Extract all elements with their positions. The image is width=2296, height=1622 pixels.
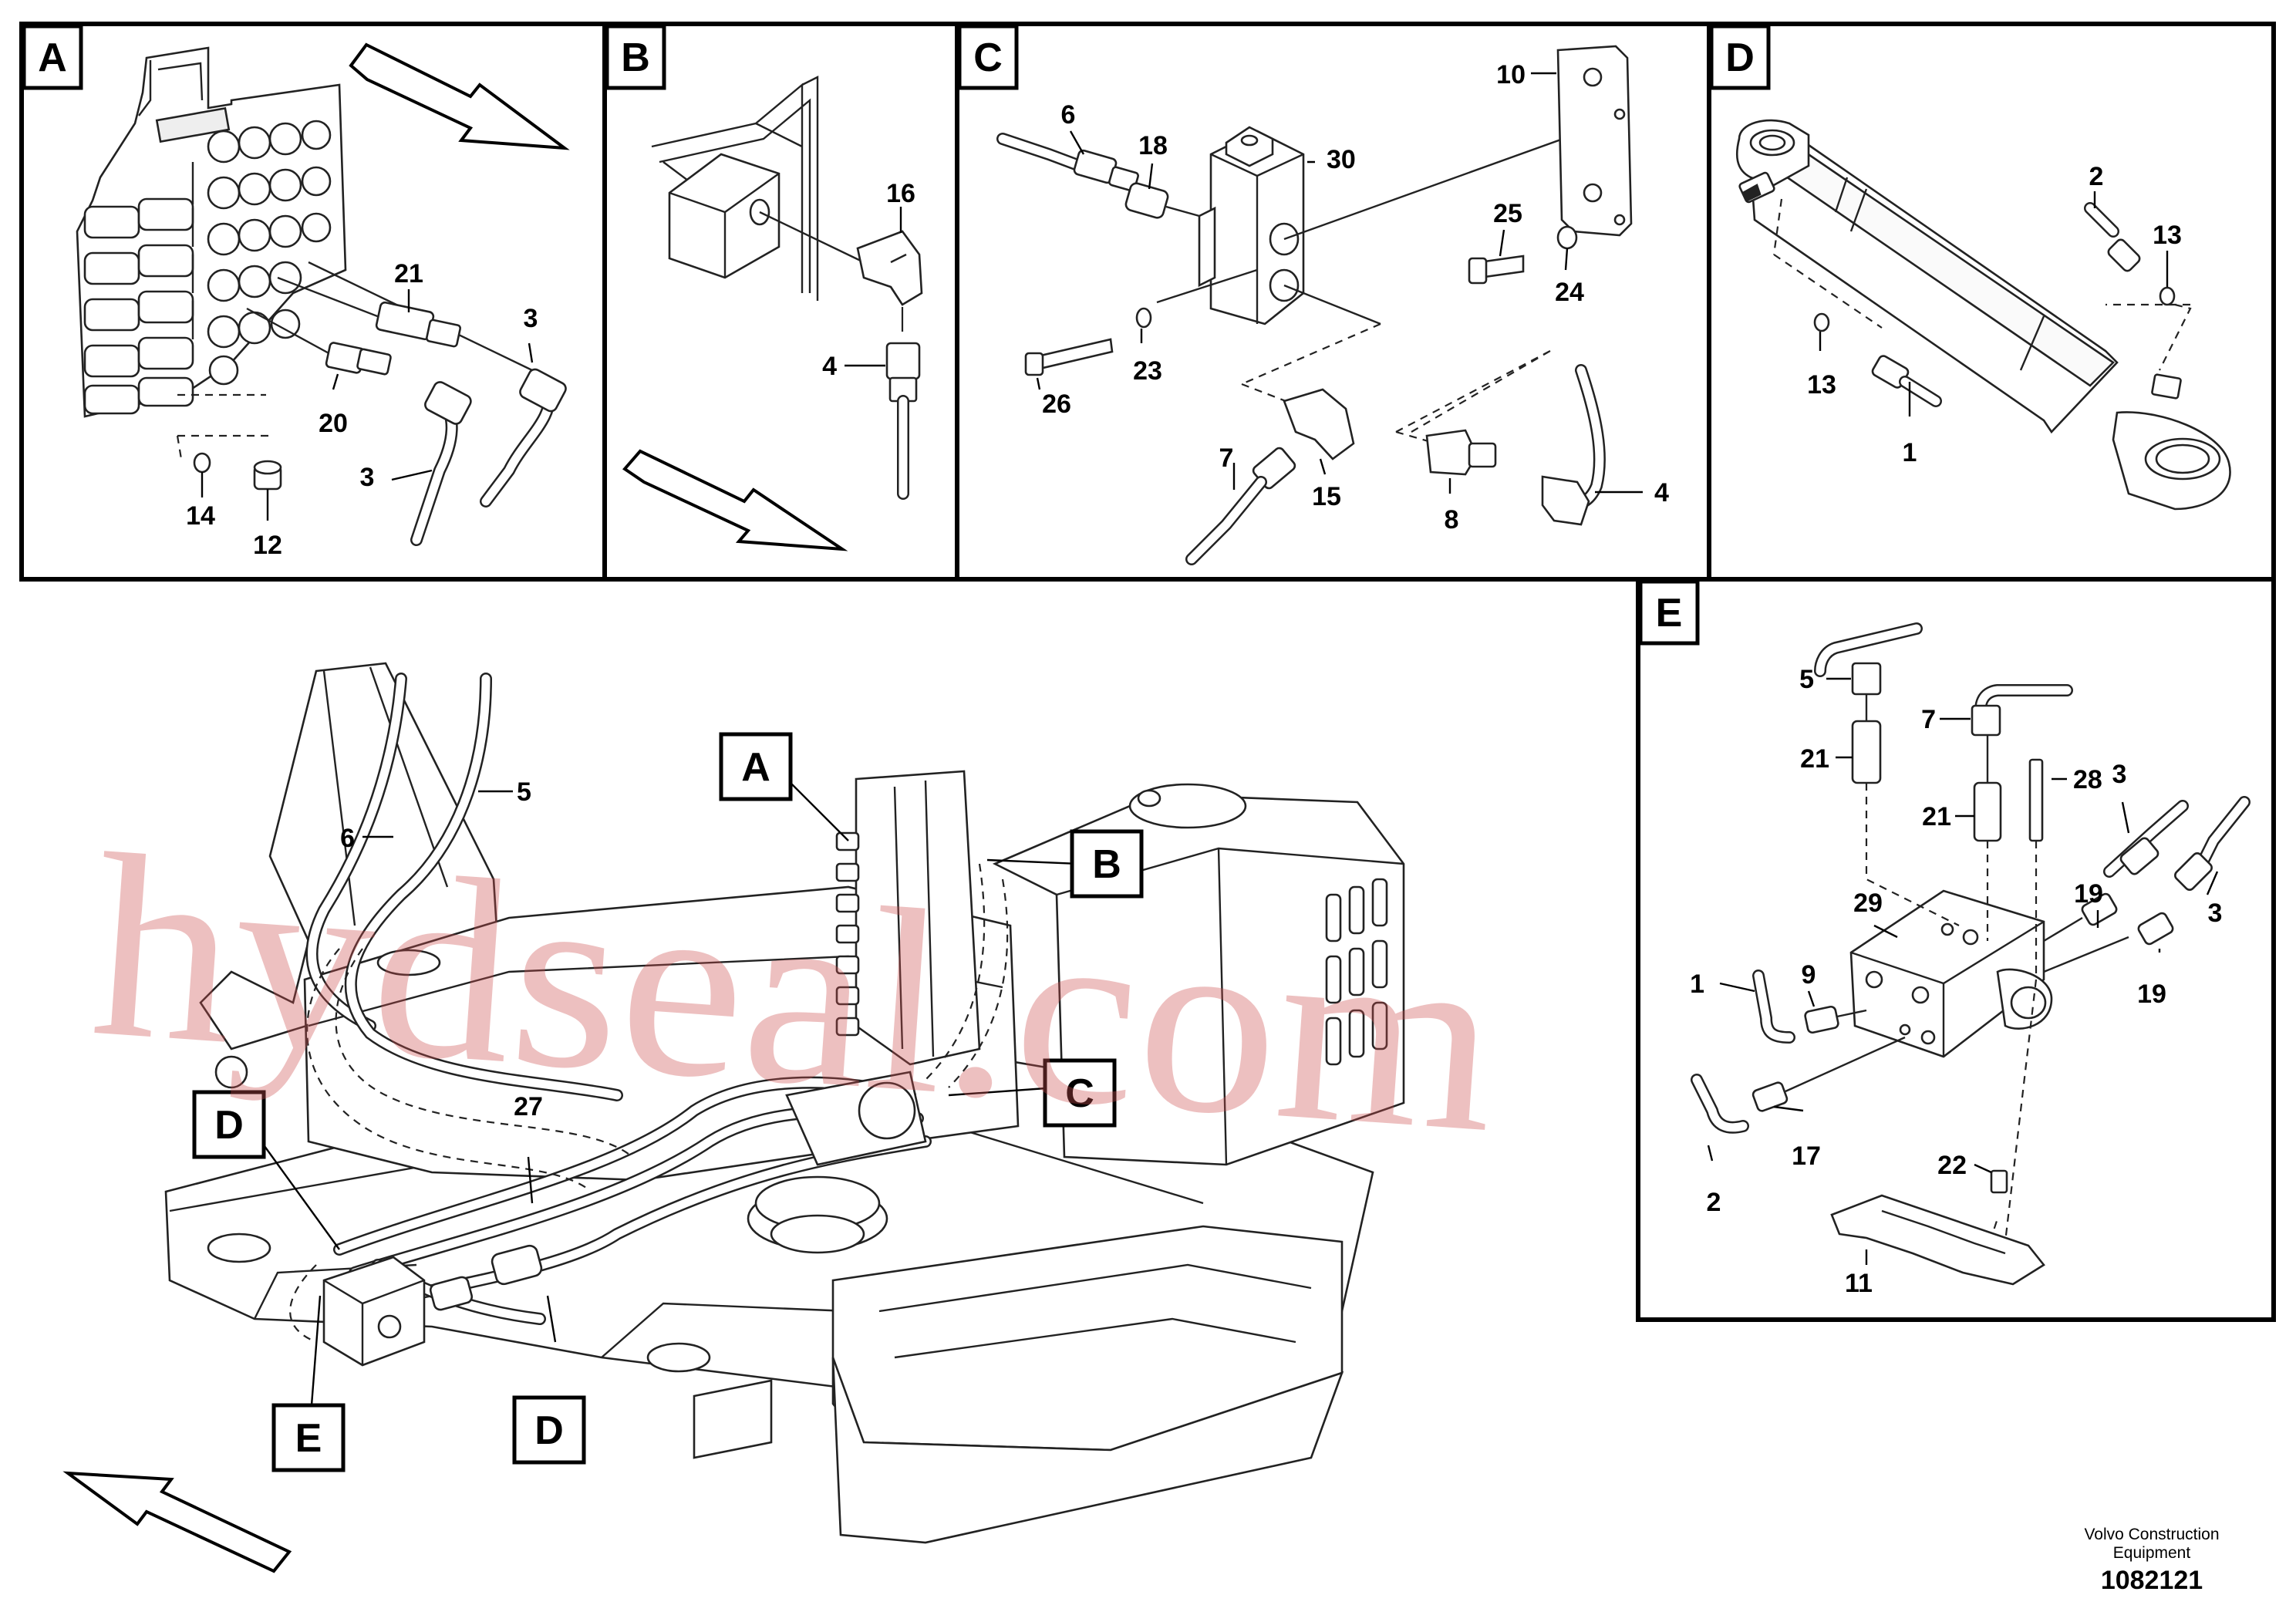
svg-text:28: 28	[2073, 765, 2102, 794]
svg-text:21: 21	[1800, 744, 1829, 774]
svg-text:D: D	[214, 1103, 244, 1148]
svg-text:B: B	[621, 35, 650, 80]
panel-label-c: C	[957, 24, 1019, 90]
direction-arrow-icon	[349, 42, 570, 150]
svg-text:E: E	[295, 1416, 322, 1461]
svg-text:C: C	[973, 35, 1003, 80]
panel-label-d: D	[1709, 24, 1771, 90]
svg-text:21: 21	[394, 259, 423, 288]
svg-text:8: 8	[1445, 505, 1459, 534]
panel-a-drawing	[76, 42, 570, 546]
svg-text:20: 20	[319, 409, 348, 438]
company-line-2: Equipment	[2112, 1544, 2191, 1562]
svg-text:27: 27	[514, 1092, 543, 1121]
callout-e: E	[271, 1403, 346, 1472]
svg-text:16: 16	[886, 179, 915, 208]
direction-arrow-icon	[622, 449, 848, 551]
svg-text:D: D	[1725, 35, 1755, 80]
svg-text:3: 3	[2112, 760, 2127, 789]
panel-d-drawing	[1735, 119, 2231, 511]
svg-text:29: 29	[1853, 889, 1883, 918]
svg-text:19: 19	[2137, 980, 2166, 1009]
svg-text:9: 9	[1802, 960, 1816, 990]
svg-text:22: 22	[1937, 1151, 1967, 1180]
svg-text:30: 30	[1327, 145, 1356, 174]
svg-text:14: 14	[186, 501, 215, 531]
callout-d-left: D	[192, 1090, 266, 1159]
svg-text:25: 25	[1493, 199, 1522, 228]
svg-text:2: 2	[2089, 162, 2104, 191]
svg-text:A: A	[741, 745, 770, 790]
callout-b: B	[1070, 829, 1144, 899]
main-view-labels: 5 6 27	[340, 777, 543, 1121]
panel-label-e: E	[1638, 579, 1700, 646]
svg-text:24: 24	[1555, 278, 1584, 307]
svg-text:10: 10	[1496, 60, 1526, 89]
svg-text:7: 7	[1219, 443, 1234, 473]
svg-text:21: 21	[1922, 802, 1951, 831]
svg-text:26: 26	[1042, 389, 1071, 419]
svg-text:4: 4	[822, 352, 837, 381]
svg-text:12: 12	[253, 531, 282, 560]
panel-e-drawing	[1691, 622, 2250, 1286]
svg-text:1: 1	[1903, 438, 1917, 467]
callout-c: C	[1043, 1058, 1117, 1128]
svg-text:17: 17	[1792, 1141, 1821, 1171]
svg-text:C: C	[1065, 1071, 1094, 1116]
panel-frames	[19, 22, 2276, 1322]
svg-text:E: E	[1656, 591, 1683, 636]
svg-text:13: 13	[2153, 221, 2182, 250]
svg-text:3: 3	[360, 463, 375, 492]
panel-a-labels: 21 3 20 3 14 12	[186, 259, 538, 560]
svg-text:7: 7	[1921, 705, 1936, 734]
panel-e-labels: 5 7 21 21 28 3 3 19 19 29 1 9 17 2 22 11	[1690, 665, 2222, 1298]
svg-text:3: 3	[524, 304, 538, 333]
svg-text:6: 6	[1061, 100, 1076, 130]
company-name: Volvo Construction Equipment	[2052, 1526, 2252, 1563]
svg-text:15: 15	[1312, 482, 1341, 511]
svg-text:2: 2	[1707, 1188, 1721, 1217]
svg-text:A: A	[38, 35, 67, 80]
panel-c-drawing	[996, 45, 1643, 565]
callout-d-bottom: D	[512, 1395, 586, 1465]
panel-label-a: A	[22, 24, 83, 90]
panel-b-drawing	[622, 76, 923, 551]
drawing-number: 1082121	[2100, 1566, 2203, 1595]
company-line-1: Volvo Construction	[2084, 1526, 2220, 1543]
svg-text:19: 19	[2074, 879, 2103, 909]
svg-text:5: 5	[517, 777, 531, 807]
direction-arrow-icon	[62, 1471, 292, 1573]
main-machine-drawing	[62, 662, 1405, 1573]
svg-text:D: D	[534, 1408, 564, 1453]
svg-text:5: 5	[1799, 665, 1814, 694]
panel-c-labels: 6 18 30 10 25 24 26 23 7 15 8 4	[1042, 60, 1669, 534]
svg-text:4: 4	[1654, 478, 1669, 508]
callout-a: A	[719, 732, 793, 801]
panel-d-labels: 2 13 13 1	[1807, 162, 2182, 467]
svg-text:B: B	[1092, 842, 1121, 887]
svg-text:3: 3	[2208, 899, 2223, 928]
svg-text:23: 23	[1133, 356, 1162, 386]
svg-text:1: 1	[1690, 969, 1704, 999]
svg-text:18: 18	[1138, 131, 1168, 160]
svg-text:13: 13	[1807, 370, 1836, 400]
panel-b-labels: 16 4	[822, 179, 915, 381]
svg-text:6: 6	[340, 824, 355, 853]
panel-label-b: B	[605, 24, 666, 90]
svg-text:11: 11	[1845, 1269, 1873, 1298]
